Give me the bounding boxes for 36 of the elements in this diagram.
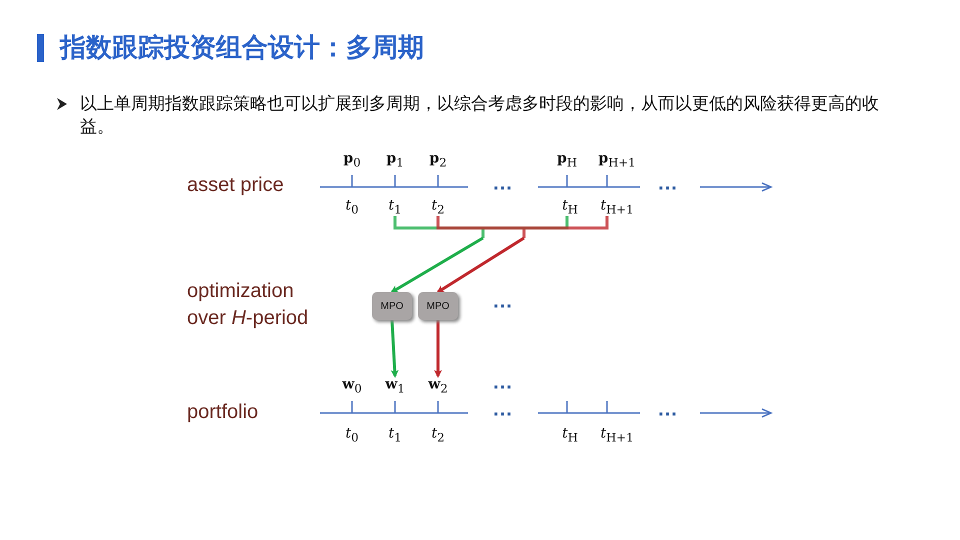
bracket [436, 214, 608, 240]
time-label: t$_{H}$ [562, 426, 578, 444]
time-label: t$_{0}$ [345, 426, 359, 444]
time-label: t$_{H+1}$ [600, 198, 634, 216]
ellipsis: ... [493, 290, 513, 314]
ellipsis: ... [658, 172, 678, 196]
time-label: t$_{H+1}$ [600, 426, 634, 444]
ellipsis: ... [493, 372, 513, 394]
variable-label: p$_{0}$ [343, 150, 361, 170]
time-label: t$_{1}$ [388, 426, 402, 444]
variable-label: p$_{H}$ [557, 150, 577, 170]
variable-label: p$_{1}$ [386, 150, 404, 170]
variable-label: w$_{2}$ [428, 376, 448, 396]
arrow [390, 320, 399, 378]
arrow [434, 320, 442, 378]
variable-label: w$_{1}$ [385, 376, 405, 396]
time-label: t$_{1}$ [388, 198, 402, 216]
mpo-box: MPO [372, 292, 412, 320]
row-label: portfolio [187, 400, 258, 425]
ellipsis: ... [493, 172, 513, 196]
mpo-box: MPO [418, 292, 458, 320]
row-label: asset price [187, 173, 284, 198]
row-label: optimization over H-period [187, 279, 310, 331]
time-label: t$_{0}$ [345, 198, 359, 216]
time-label: t$_{H}$ [562, 198, 578, 216]
bullet-text: 以上单周期指数跟踪策略也可以扩展到多周期，以综合考虑多时段的影响，从而以更低的风险获得更高的收益。 [80, 93, 880, 138]
arrow [390, 236, 484, 294]
variable-label: p$_{2}$ [429, 150, 447, 170]
variable-label: p$_{H+1}$ [598, 150, 636, 170]
slide-title: 指数跟踪投资组合设计：多周期 [60, 31, 424, 64]
ellipsis: ... [493, 398, 513, 422]
ellipsis: ... [658, 398, 678, 422]
time-label: t$_{2}$ [431, 198, 445, 216]
variable-label: w$_{0}$ [342, 376, 362, 396]
arrow [436, 236, 525, 294]
time-label: t$_{2}$ [431, 426, 445, 444]
